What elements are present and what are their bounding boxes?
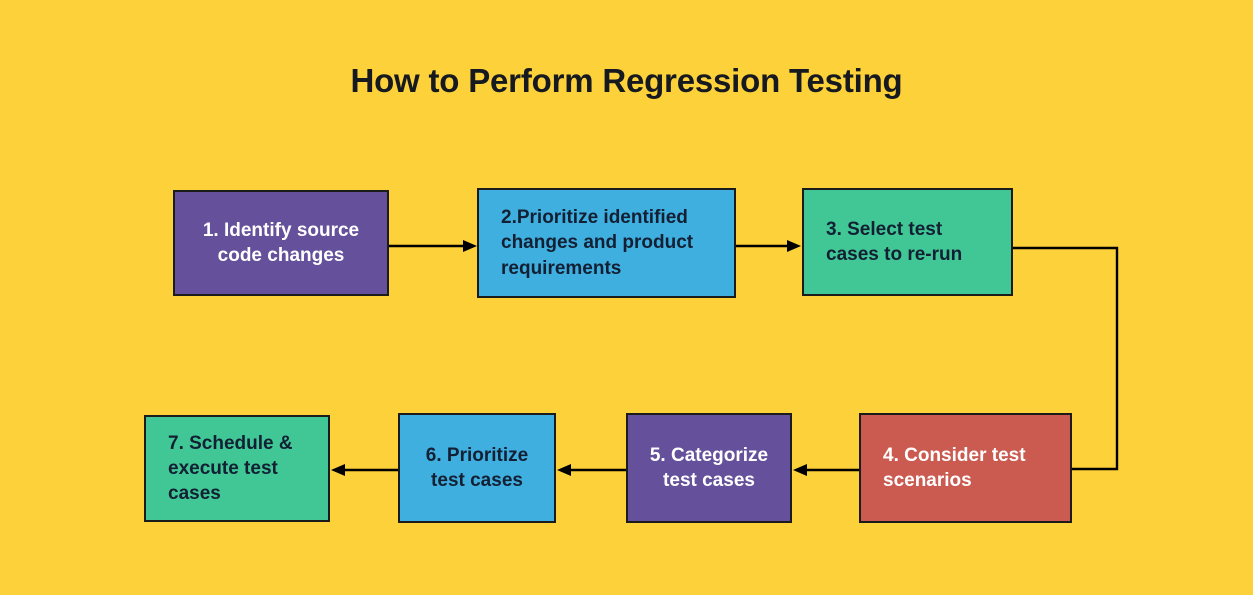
flow-node-2-prioritize-identified-changes[interactable]: 2.Prioritize identified changes and prod… (477, 188, 736, 298)
edge-1-to-2 (387, 240, 477, 252)
flow-node-6-label: 6. Prioritize test cases (425, 444, 529, 491)
edge-4-to-5 (793, 464, 862, 476)
edge-5-to-6 (557, 464, 626, 476)
edge-6-to-7 (331, 464, 400, 476)
flow-node-2-label: 2.Prioritize identified changes and prod… (501, 207, 694, 279)
page-title: How to Perform Regression Testing (350, 62, 903, 99)
flow-node-3-label: 3. Select test cases to re-run (826, 218, 963, 265)
flow-node-7-schedule-execute-test-cases[interactable]: 7. Schedule & execute test cases (144, 415, 330, 522)
flow-node-4-label: 4. Consider test scenarios (883, 444, 1026, 491)
flow-node-3-select-test-cases-to-rerun[interactable]: 3. Select test cases to re-run (802, 188, 1013, 296)
flow-node-5-label: 5. Categorize test cases (649, 444, 769, 491)
flow-node-7-label: 7. Schedule & execute test cases (168, 432, 293, 505)
flow-node-1-label: 1. Identify source code changes (202, 219, 360, 266)
flow-node-5-categorize-test-cases[interactable]: 5. Categorize test cases (626, 413, 792, 523)
flow-node-1-identify-source-code-changes[interactable]: 1. Identify source code changes (173, 190, 389, 296)
flow-node-4-consider-test-scenarios[interactable]: 4. Consider test scenarios (859, 413, 1072, 523)
flow-node-6-prioritize-test-cases[interactable]: 6. Prioritize test cases (398, 413, 556, 523)
edge-2-to-3 (734, 240, 801, 252)
